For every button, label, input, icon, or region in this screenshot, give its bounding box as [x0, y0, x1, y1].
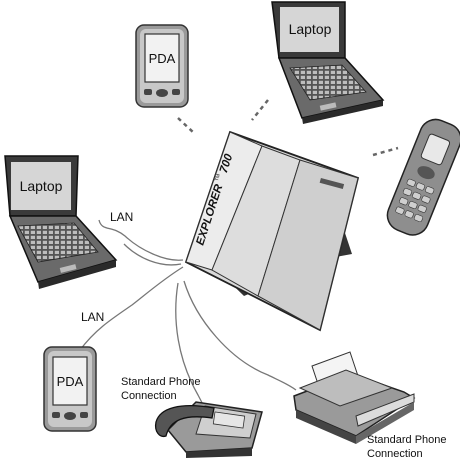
pda-bottom: PDA	[43, 346, 97, 432]
lan-lower-label: LAN	[81, 310, 104, 324]
laptop-top: Laptop	[271, 1, 385, 124]
lan-cable-laptop	[98, 219, 184, 261]
terminal-tm: TM	[214, 173, 222, 182]
lan-cable-pda	[79, 266, 184, 351]
laptop-top-label: Laptop	[289, 21, 332, 37]
explorer-terminal: EXPLORER TM 700	[184, 130, 360, 332]
wireless-links	[177, 99, 399, 157]
wireless-link-pda	[177, 117, 196, 135]
fax-cable	[183, 280, 297, 391]
terminal-model: 700	[218, 152, 236, 175]
lan-cable-laptop-2	[123, 243, 182, 266]
fax-connection-label-line-1: Standard Phone	[367, 434, 447, 446]
fax-machine	[293, 351, 416, 444]
pda-top-label: PDA	[149, 51, 176, 66]
pda-top: PDA	[135, 24, 189, 108]
lan-upper-label: LAN	[110, 210, 133, 224]
desk-phone	[154, 401, 263, 458]
wireless-link-phone	[372, 146, 399, 157]
laptop-left-label: Laptop	[20, 178, 63, 194]
cell-phone	[386, 118, 460, 236]
terminal-logo	[319, 177, 345, 190]
wireless-link-laptop	[251, 99, 269, 121]
pda-bottom-label: PDA	[57, 374, 84, 389]
laptop-left: Laptop	[4, 155, 118, 289]
cables	[79, 219, 297, 429]
fax-connection-label-line-2: Connection	[367, 448, 423, 460]
phone-connection-label-line-2: Connection	[121, 390, 177, 402]
phone-connection-label-line-1: Standard Phone	[121, 376, 201, 388]
